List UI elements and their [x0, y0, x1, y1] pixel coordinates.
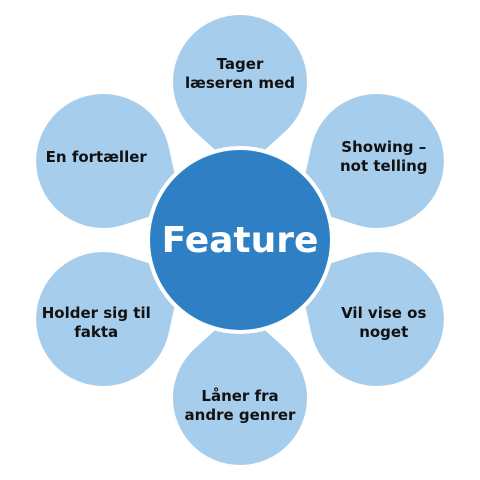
petal-label-bottom: Låner fra andre genrer — [184, 387, 296, 424]
petal-lower-right — [295, 250, 446, 388]
petal-label-top: Tager læseren med — [185, 55, 295, 92]
center-circle — [146, 146, 334, 334]
center-label: Feature — [161, 219, 319, 261]
petal-label-upper-right: Showing – not telling — [339, 138, 428, 175]
petal-upper-left — [34, 92, 185, 230]
petal-upper-right — [295, 92, 446, 230]
petal-label-lower-right: Vil vise os noget — [341, 304, 427, 341]
petal-lower-left — [34, 250, 185, 388]
petal-label-upper-left: En fortæller — [45, 147, 147, 166]
petal-label-lower-left: Holder sig til fakta — [41, 304, 151, 341]
petal-layer — [34, 13, 446, 467]
petal-bottom — [171, 304, 309, 467]
petal-top — [171, 13, 309, 176]
